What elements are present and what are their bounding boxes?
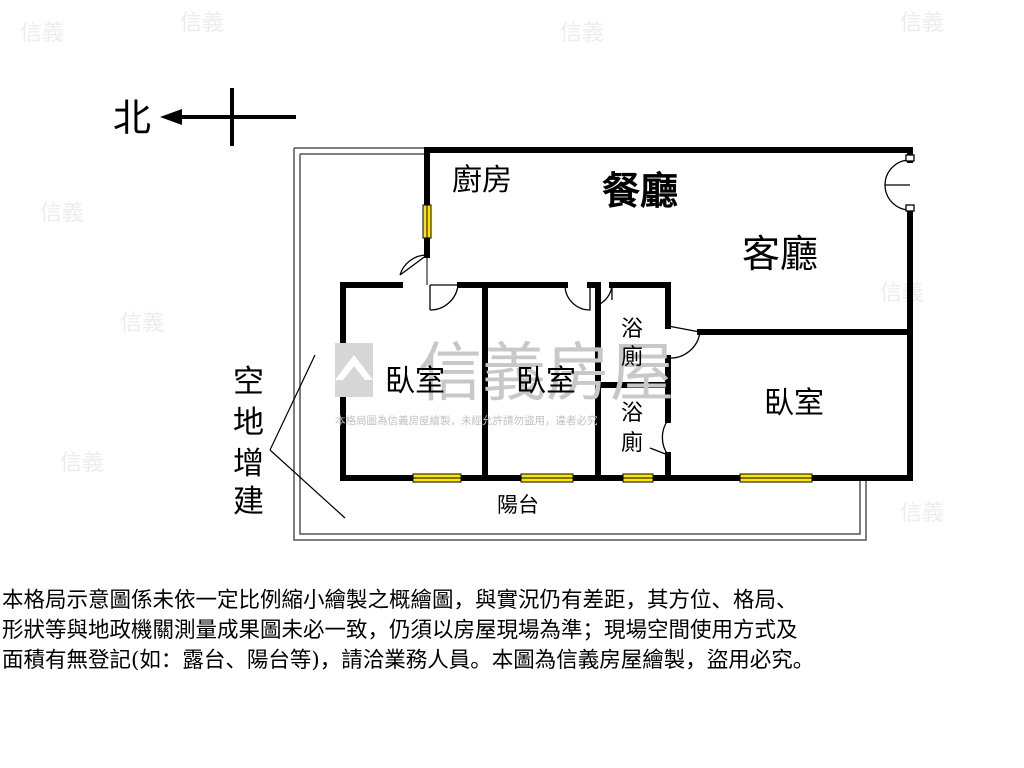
north-arrow [160, 88, 296, 146]
balcony-label: 陽台 [497, 493, 539, 517]
extension-leader-lines [269, 354, 346, 519]
floor-plan: 信義信義信義信義 信義信義信義 信義信義 [20, 11, 944, 541]
kitchen-label: 廚房 [452, 163, 512, 198]
svg-text:信義: 信義 [180, 11, 224, 36]
north-label: 北 [113, 96, 151, 140]
bath-2-label-bottom: 廁 [621, 431, 643, 456]
extension-char-1: 空 [233, 364, 264, 400]
extension-char-3: 增 [233, 446, 264, 482]
bath-1-label-bottom: 廁 [621, 345, 643, 370]
disclaimer-text: 本格局示意圖係未依一定比例縮小繪製之概繪圖，與實況仍有差距，其方位、格局、 形狀… [2, 586, 1022, 676]
doors [399, 154, 915, 456]
svg-text:信義: 信義 [900, 501, 944, 526]
svg-text:信義: 信義 [560, 21, 604, 46]
watermark-subtext: 本格局圖為信義房屋繪製，未經允許請勿盜用，違者必究 [335, 414, 598, 427]
bath-2-label-top: 浴 [621, 401, 643, 426]
background-watermark-pattern: 信義信義信義信義 信義信義信義 信義信義 [20, 11, 944, 526]
disclaimer-line-2: 形狀等與地政機關測量成果圖未必一致，仍須以房屋現場為準；現場空間使用方式及 [2, 618, 798, 643]
living-label: 客廳 [742, 232, 818, 276]
extension-boundary [293, 147, 867, 541]
watermark-brand: 信義房屋 [418, 337, 674, 411]
svg-text:信義: 信義 [20, 21, 64, 46]
bedroom-2-label: 臥室 [516, 364, 576, 399]
extension-char-4: 建 [233, 484, 264, 520]
svg-text:信義: 信義 [880, 281, 924, 306]
bedroom-3-label: 臥室 [764, 386, 824, 421]
svg-text:信義: 信義 [900, 11, 944, 36]
bedroom-1-label: 臥室 [385, 364, 445, 399]
windows [412, 204, 813, 483]
disclaimer-line-1: 本格局示意圖係未依一定比例縮小繪製之概繪圖，與實況仍有差距，其方位、格局、 [2, 588, 798, 613]
extension-char-2: 地 [233, 405, 264, 441]
brand-watermark: 信義房屋 本格局圖為信義房屋繪製，未經允許請勿盜用，違者必究 [335, 337, 674, 427]
dining-label: 餐廳 [602, 168, 678, 213]
disclaimer-line-3: 面積有無登記(如：露台、陽台等)，請洽業務人員。本圖為信義房屋繪製，盜用必究。 [2, 648, 815, 673]
svg-text:信義: 信義 [40, 201, 84, 226]
svg-text:信義: 信義 [60, 451, 104, 476]
bath-1-label-top: 浴 [621, 317, 643, 342]
svg-text:信義: 信義 [120, 311, 164, 336]
